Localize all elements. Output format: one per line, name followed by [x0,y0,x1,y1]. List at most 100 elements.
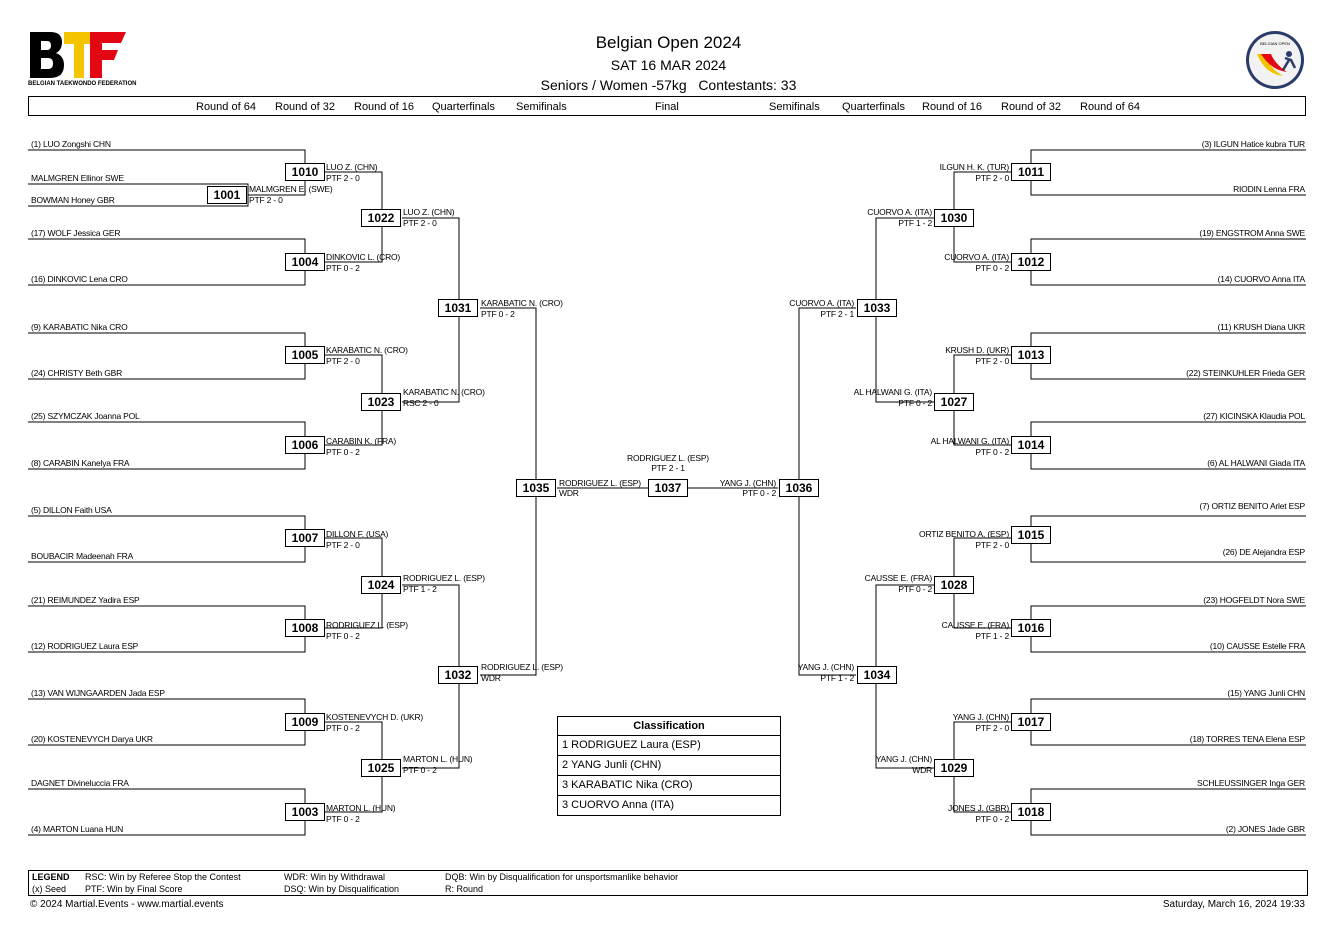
match-box[interactable]: 1036 [779,479,819,497]
match-box[interactable]: 1009 [285,713,325,731]
round-label-r32: Round of 32 [1001,101,1061,113]
match-box[interactable]: 1003 [285,803,325,821]
entrant-left: (16) DINKOVIC Lena CRO [31,274,128,284]
match-score: WDR [912,765,932,775]
round-label-l16: Round of 16 [354,101,414,113]
match-winner: RODRIGUEZ L. (ESP) [326,620,408,630]
match-box[interactable]: 1005 [285,346,325,364]
match-box[interactable]: 1004 [285,253,325,271]
match-winner: KARABATIC N. (CRO) [326,345,408,355]
match-box[interactable]: 1030 [934,209,974,227]
entrant-left: (9) KARABATIC Nika CRO [31,322,128,332]
legend-dsq: DSQ: Win by Disqualification [284,884,400,894]
entrant-left: (13) VAN WIJNGAARDEN Jada ESP [31,688,165,698]
match-winner: LUO Z. (CHN) [403,207,455,217]
match-box[interactable]: 1022 [361,209,401,227]
match-winner: ILGUN H. K. (TUR) [939,162,1010,172]
match-score: PTF 2 - 0 [326,356,360,366]
entrant-left: (8) CARABIN Kanelya FRA [31,458,130,468]
legend-round: R: Round [445,884,484,894]
match-box[interactable]: 1011 [1011,163,1051,181]
legend-dqb: DQB: Win by Disqualification for unsport… [445,872,679,882]
match-winner: KARABATIC N. (CRO) [403,387,485,397]
match-score: PTF 0 - 2 [975,814,1009,824]
match-box[interactable]: 1014 [1011,436,1051,454]
match-box[interactable]: 1007 [285,529,325,547]
match-box[interactable]: 1010 [285,163,325,181]
match-score: PTF 2 - 0 [326,540,360,550]
match-box[interactable]: 1015 [1011,526,1051,544]
match-box[interactable]: 1034 [857,666,897,684]
match-box[interactable]: 1024 [361,576,401,594]
match-winner: CAUSSE E. (FRA) [941,620,1010,630]
match-winner: LUO Z. (CHN) [326,162,378,172]
match-score: WDR [481,673,501,683]
match-winner: CUORVO A. (ITA) [789,298,854,308]
match-score: PTF 0 - 2 [898,398,932,408]
match-winner: CUORVO A. (ITA) [867,207,932,217]
entrant-right: (10) CAUSSE Estelle FRA [1209,641,1305,651]
match-score: PTF 2 - 0 [975,723,1009,733]
round-label-r16: Round of 16 [922,101,982,113]
match-box[interactable]: 1025 [361,759,401,777]
entrant-left: (20) KOSTENEVYCH Darya UKR [31,734,153,744]
match-score: PTF 2 - 0 [326,173,360,183]
match-score: PTF 2 - 0 [249,195,283,205]
round-label-l32: Round of 32 [275,101,335,113]
btf-logo-caption: BELGIAN TAEKWONDO FEDERATION [28,81,137,87]
legend-box: LEGEND (x) Seed RSC: Win by Referee Stop… [28,870,1308,896]
match-winner: YANG J. (CHN) [952,712,1009,722]
match-box[interactable]: 1033 [857,299,897,317]
match-box[interactable]: 1017 [1011,713,1051,731]
entrant-left: (12) RODRIGUEZ Laura ESP [31,641,139,651]
legend-title: LEGEND [32,872,70,882]
round-label-final: Final [655,101,679,113]
entrant-left: (25) SZYMCZAK Joanna POL [31,411,140,421]
entrant-left: (4) MARTON Luana HUN [31,824,124,834]
match-box[interactable]: 1028 [934,576,974,594]
match-box[interactable]: 1016 [1011,619,1051,637]
entrant-right: (27) KICINSKA Klaudia POL [1203,411,1305,421]
event-title: Belgian Open 2024 [595,33,742,52]
footer-copyright: © 2024 Martial.Events - www.martial.even… [30,899,224,910]
entrant-left: (17) WOLF Jessica GER [31,228,121,238]
classification-row: 3 KARABATIC Nika (CRO) [558,776,780,796]
footer-timestamp: Saturday, March 16, 2024 19:33 [1162,899,1305,910]
match-winner: CUORVO A. (ITA) [944,252,1009,262]
match-box[interactable]: 1032 [438,666,478,684]
match-box[interactable]: 1008 [285,619,325,637]
match-box[interactable]: 1012 [1011,253,1051,271]
match-box[interactable]: 1013 [1011,346,1051,364]
final-match-box[interactable]: 1037 [648,479,688,497]
round-label-lsf: Semifinals [516,101,567,113]
match-box[interactable]: 1001 [207,186,247,204]
match-score: PTF 0 - 2 [326,263,360,273]
entrant-left: (1) LUO Zongshi CHN [31,139,111,149]
match-box[interactable]: 1018 [1011,803,1051,821]
match-box[interactable]: 1023 [361,393,401,411]
match-score: PTF 1 - 2 [898,218,932,228]
btf-logo-mark [30,32,126,78]
match-box[interactable]: 1027 [934,393,974,411]
match-winner: AL HALWANI G. (ITA) [853,387,933,397]
entrant-right: (7) ORTIZ BENITO Arlet ESP [1199,501,1306,511]
match-winner: RODRIGUEZ L. (ESP) [403,573,485,583]
match-box[interactable]: 1031 [438,299,478,317]
match-score: PTF 0 - 2 [975,263,1009,273]
match-box[interactable]: 1029 [934,759,974,777]
round-label-lqf: Quarterfinals [432,101,495,113]
entrant-right: (19) ENGSTROM Anna SWE [1199,228,1305,238]
champion-name: RODRIGUEZ L. (ESP) [627,453,709,463]
entrant-right: (18) TORRES TENA Elena ESP [1189,734,1305,744]
classification-row: 2 YANG Junli (CHN) [558,756,780,776]
classification-table: Classification 1 RODRIGUEZ Laura (ESP) 2… [557,716,781,816]
match-box[interactable]: 1035 [516,479,556,497]
match-winner: AL HALWANI G. (ITA) [930,436,1010,446]
entrant-right: (3) ILGUN Hatice kubra TUR [1201,139,1305,149]
match-box[interactable]: 1006 [285,436,325,454]
match-winner: YANG J. (CHN) [797,662,854,672]
entrant-right: RIODIN Lenna FRA [1233,184,1305,194]
entrant-right: (22) STEINKUHLER Frieda GER [1186,368,1305,378]
btf-logo: BELGIAN TAEKWONDO FEDERATION [28,30,136,88]
